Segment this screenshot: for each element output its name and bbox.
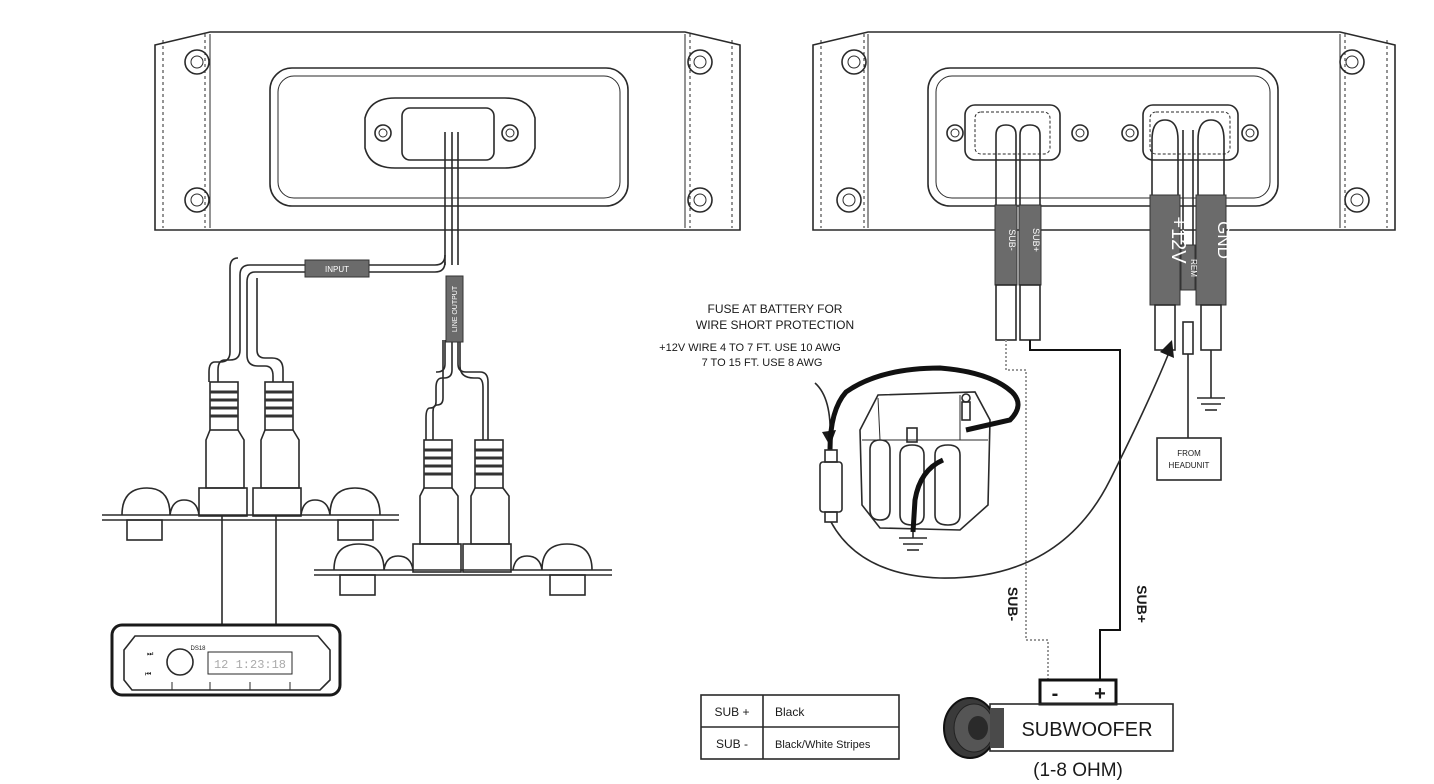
mounting-screw-icon	[836, 49, 1370, 213]
from-headunit-line1: FROM	[1177, 449, 1201, 458]
sub-plus-sleeve-label: SUB+	[1031, 228, 1041, 252]
head-unit-brand: DS18	[190, 646, 206, 652]
wire-color-table: SUB + Black SUB - Black/White Stripes	[700, 694, 900, 760]
plus12v-sleeve-label: +12V	[1167, 216, 1189, 264]
next-track-icon: ⏭	[147, 651, 154, 658]
sub-minus-wire-label: SUB-	[1005, 587, 1021, 622]
table-row-1-color: Black	[775, 705, 805, 719]
sub-plus-wire	[1029, 340, 1121, 680]
fuse-note: FUSE AT BATTERY FOR WIRE SHORT PROTECTIO…	[659, 302, 854, 369]
arrowhead-icon	[1160, 340, 1174, 358]
rca-connector-output-left	[412, 439, 462, 573]
subwoofer-label: SUBWOOFER	[1021, 719, 1152, 741]
from-headunit-box: FROM HEADUNIT	[1156, 437, 1222, 481]
table-row-2-color: Black/White Stripes	[775, 739, 871, 751]
battery-ground-icon	[899, 532, 927, 551]
previous-track-icon: ⏮	[145, 671, 151, 678]
right-amplifier	[812, 31, 1396, 231]
terminal-minus-label: -	[1052, 683, 1059, 705]
rca-jack-panel-left	[102, 487, 399, 625]
battery-positive-cable	[827, 365, 1021, 451]
fuse-note-line2: WIRE SHORT PROTECTION	[696, 318, 854, 332]
table-row-2-name: SUB -	[716, 737, 748, 751]
speaker-icon	[943, 697, 1004, 759]
mounting-screw-icon	[184, 49, 713, 213]
rca-connector-input-right	[252, 381, 302, 517]
rem-sleeve-label: REM	[1189, 259, 1198, 277]
sub-plus-wire-label: SUB+	[1134, 585, 1150, 623]
head-unit-display: 12 1:23:18	[214, 658, 286, 672]
rca-connector-output-right	[462, 439, 512, 573]
line-output-cable	[425, 340, 489, 440]
fuse-note-line1: FUSE AT BATTERY FOR	[708, 302, 843, 316]
left-amplifier	[154, 31, 741, 231]
from-headunit-line2: HEADUNIT	[1169, 461, 1210, 470]
terminal-plus-label: +	[1094, 683, 1106, 705]
line-output-label: LINE OUTPUT	[452, 285, 459, 332]
fuse-icon	[819, 449, 843, 523]
power-wire-connectors: +12V GND REM	[1149, 119, 1233, 438]
sub-minus-sleeve-label: SUB-	[1007, 229, 1017, 251]
line-output-label-sleeve: LINE OUTPUT	[445, 275, 464, 343]
awg-note-line1: +12V WIRE 4 TO 7 FT. USE 10 AWG	[659, 342, 841, 354]
awg-note-line2: 7 TO 15 FT. USE 8 AWG	[702, 357, 823, 369]
subwoofer: - + SUBWOOFER (1-8 OHM)	[943, 678, 1174, 781]
impedance-label: (1-8 OHM)	[1033, 760, 1123, 781]
speaker-wire-connectors: SUB- SUB+	[994, 124, 1042, 341]
input-label-sleeve: INPUT	[304, 259, 370, 278]
input-cable	[208, 132, 459, 382]
battery-icon	[859, 391, 991, 531]
rca-jack-panel-right	[314, 543, 612, 596]
head-unit: 12 1:23:18 DS18 ⏭ ⏮	[110, 623, 342, 697]
table-row-1-name: SUB +	[714, 705, 749, 719]
gnd-sleeve-label: GND	[1214, 221, 1233, 259]
power-wire-to-amp	[830, 349, 1171, 579]
battery-negative-cable	[910, 457, 945, 533]
rca-connector-input-left	[198, 381, 248, 517]
input-label: INPUT	[325, 265, 349, 274]
ground-icon	[1197, 397, 1225, 411]
sub-minus-wire	[1005, 340, 1049, 680]
